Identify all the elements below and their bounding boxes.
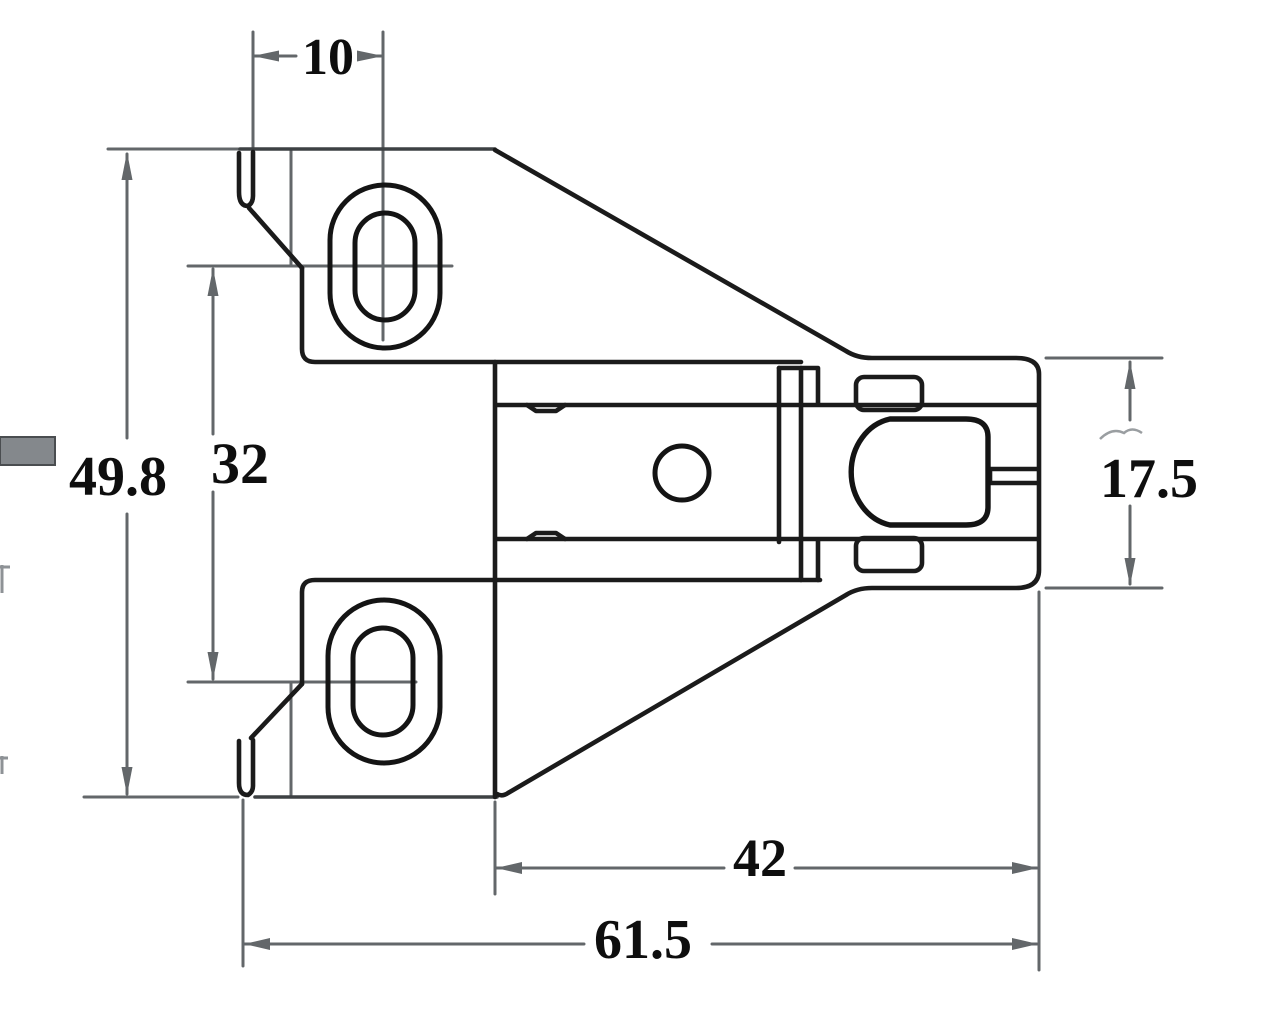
artifacts-group (0, 428, 1143, 774)
arrow-42-left (496, 862, 522, 874)
slot-top-outer (327, 182, 443, 351)
part-outline-group (236, 147, 1042, 800)
slot-bottom-inner (350, 625, 416, 738)
dim-label-49.8: 49.8 (69, 446, 167, 508)
screw-slots-group (325, 182, 712, 766)
arm-tab-top (853, 374, 925, 413)
dim-label-10: 10 (302, 29, 354, 86)
ear-bottom (236, 737, 256, 798)
arrow-42-right (1012, 862, 1038, 874)
cropped-bar-artifact (0, 436, 56, 466)
dim-label-42: 42 (733, 828, 787, 888)
arrow-61-left (244, 938, 270, 950)
channel-tab-top (524, 402, 568, 414)
arrow-61-right (1012, 938, 1038, 950)
channel-tab-bottom (524, 530, 568, 542)
arm-step-top (776, 365, 821, 406)
hinge-cam-boss (848, 416, 991, 528)
arrow-32-down (207, 652, 219, 680)
ear-bottom-chamfer (248, 681, 305, 741)
arrow-49-down (121, 767, 133, 795)
dimension-lines-group (82, 30, 1164, 972)
dim-label-32: 32 (211, 431, 269, 496)
dim-label-17.5: 17.5 (1100, 448, 1198, 510)
dimension-arrowheads (121, 50, 1136, 950)
center-hole (652, 443, 712, 503)
ear-top-chamfer (246, 205, 305, 271)
arm-right-notch (987, 466, 1040, 486)
edge-tick-artifact-1 (0, 565, 10, 593)
stray-mark-above-17 (1099, 428, 1143, 440)
slot-bottom-outer (325, 597, 443, 766)
edge-tick-artifact-2 (0, 756, 8, 774)
arrow-49-up (121, 152, 133, 180)
arrow-10-left (253, 50, 279, 62)
face-edges-group (238, 147, 499, 799)
arrow-10-right (357, 50, 383, 62)
arrow-17-down (1124, 558, 1136, 586)
ear-top (236, 149, 256, 209)
dim-label-61.5: 61.5 (594, 909, 692, 971)
slot-top-inner (352, 210, 418, 323)
arm-tab-bottom (853, 535, 925, 574)
upper-flange-edge (299, 265, 804, 365)
arrow-17-up (1124, 361, 1136, 389)
lower-plate-top-edge (299, 577, 823, 687)
arrow-32-up (207, 268, 219, 296)
arm-outline (492, 147, 1042, 798)
